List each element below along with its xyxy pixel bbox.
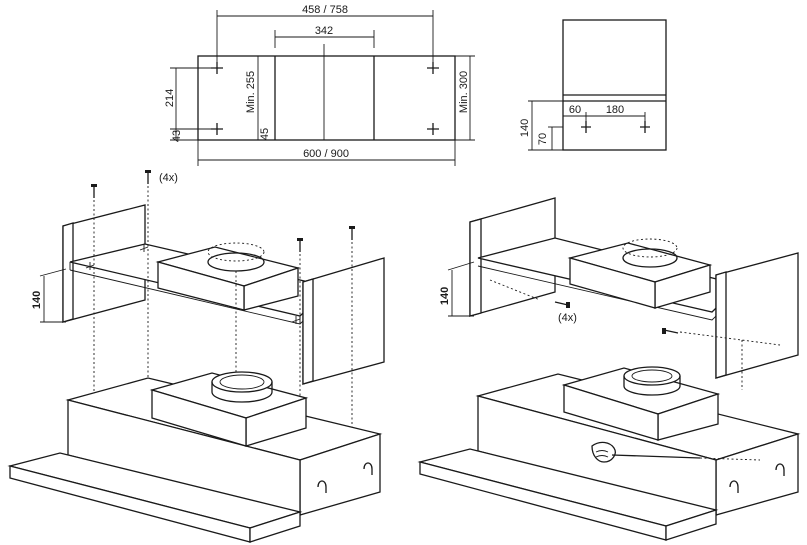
screw-icon xyxy=(145,170,151,184)
template-outline xyxy=(197,55,456,141)
dimension-cabinet-width: 600 / 900 xyxy=(303,148,349,160)
dimension-height: 140 xyxy=(519,119,531,137)
drilling-template-left: 458 / 758 342 214 43 Min. 255 45 Min. 30… xyxy=(164,4,475,166)
screw-icon xyxy=(554,301,570,308)
dimension-min-inner: Min. 255 xyxy=(245,71,257,113)
dimension-height: 140 xyxy=(439,287,451,305)
side-panel-right xyxy=(302,257,385,385)
screws-note: (4x) xyxy=(159,172,178,184)
dimension-bottom-left: 43 xyxy=(171,130,183,142)
dimension-height-left: 214 xyxy=(164,89,176,107)
drilling-template-right: 140 70 60 180 xyxy=(519,19,667,151)
screw-icon xyxy=(297,238,303,252)
dimension-spacing: 180 xyxy=(606,104,624,116)
dimension-low: 70 xyxy=(537,133,549,145)
dimension-center: 342 xyxy=(315,25,333,37)
right-assembly: (4x) 140 xyxy=(417,197,801,541)
left-assembly: (4x) 140 xyxy=(7,170,385,543)
dimension-offset: 60 xyxy=(569,104,581,116)
duct-opening xyxy=(622,248,678,268)
side-panel-outline xyxy=(562,19,667,151)
screw-icon xyxy=(91,184,97,198)
dimension-inner-bottom: 45 xyxy=(259,128,271,140)
screw-icons xyxy=(91,170,355,252)
screwdriver-hand-icon xyxy=(591,441,761,463)
screw-icon xyxy=(662,328,679,334)
screws-note: (4x) xyxy=(558,312,577,324)
dimension-total-width: 458 / 758 xyxy=(302,4,348,16)
screw-icon xyxy=(349,226,355,240)
dimension-min-right: Min. 300 xyxy=(458,71,470,113)
side-panel-right xyxy=(715,252,799,379)
dimension-height: 140 xyxy=(31,291,43,309)
